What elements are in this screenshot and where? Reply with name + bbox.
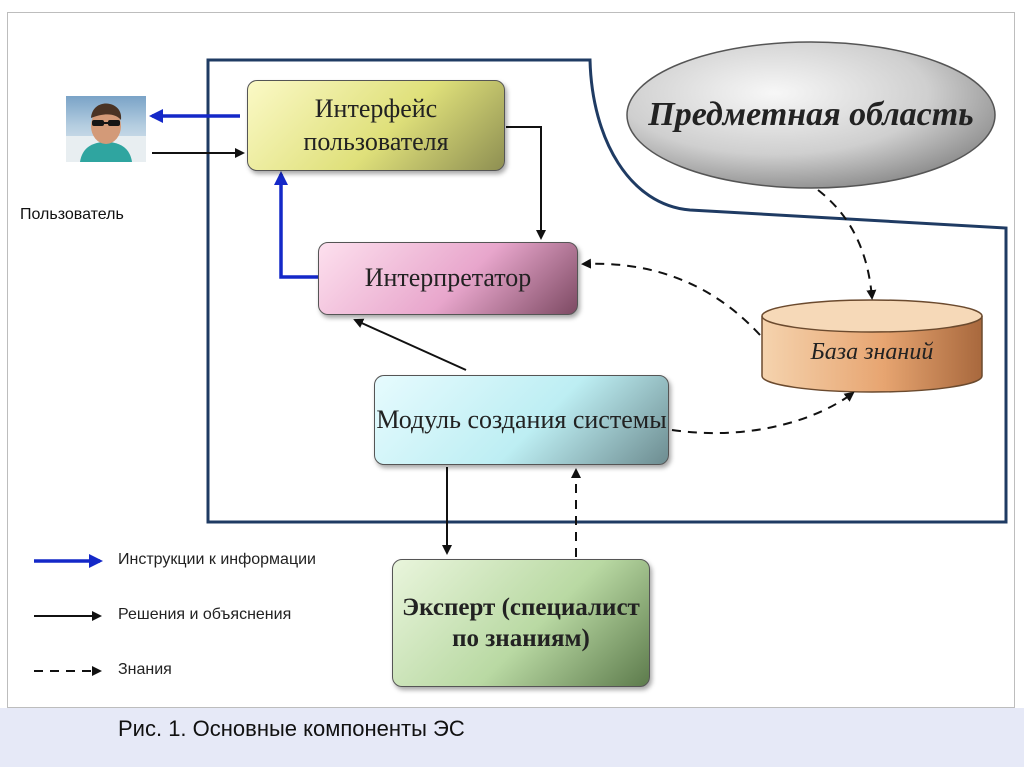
arrow-domain-to-kb bbox=[817, 189, 877, 300]
legend-label-knowledge: Знания bbox=[118, 661, 172, 678]
arrow-module-to-interpreter bbox=[353, 318, 467, 371]
arrow-ui-to-interpreter bbox=[506, 126, 546, 240]
knowledge-base-label: База знаний bbox=[810, 338, 934, 365]
expert-box: Эксперт (специалист по знаниям) bbox=[392, 559, 650, 687]
caption-bar bbox=[0, 708, 1024, 767]
legend-label-solutions: Решения и объяснения bbox=[118, 606, 292, 623]
arrow-module-to-kb bbox=[671, 391, 855, 435]
arrow-kb-to-interpreter bbox=[581, 258, 761, 336]
domain-label: Предметная область bbox=[648, 96, 974, 134]
interpreter-box: Интерпретатор bbox=[318, 242, 578, 315]
domain-ellipse-shape bbox=[626, 41, 996, 189]
system-boundary bbox=[206, 58, 1008, 524]
figure-caption: Рис. 1. Основные компоненты ЭС bbox=[118, 716, 465, 741]
arrow-interpreter-to-ui bbox=[274, 171, 318, 279]
user-avatar bbox=[66, 96, 146, 162]
knowledge-base-cylinder bbox=[761, 299, 983, 393]
user-label: Пользователь bbox=[20, 206, 124, 223]
legend-label-instructions: Инструкции к информации bbox=[118, 551, 316, 568]
system-builder-box: Модуль создания системы bbox=[374, 375, 669, 465]
user-photo-icon bbox=[66, 103, 146, 162]
user-interface-box: Интерфейс пользователя bbox=[247, 80, 505, 171]
